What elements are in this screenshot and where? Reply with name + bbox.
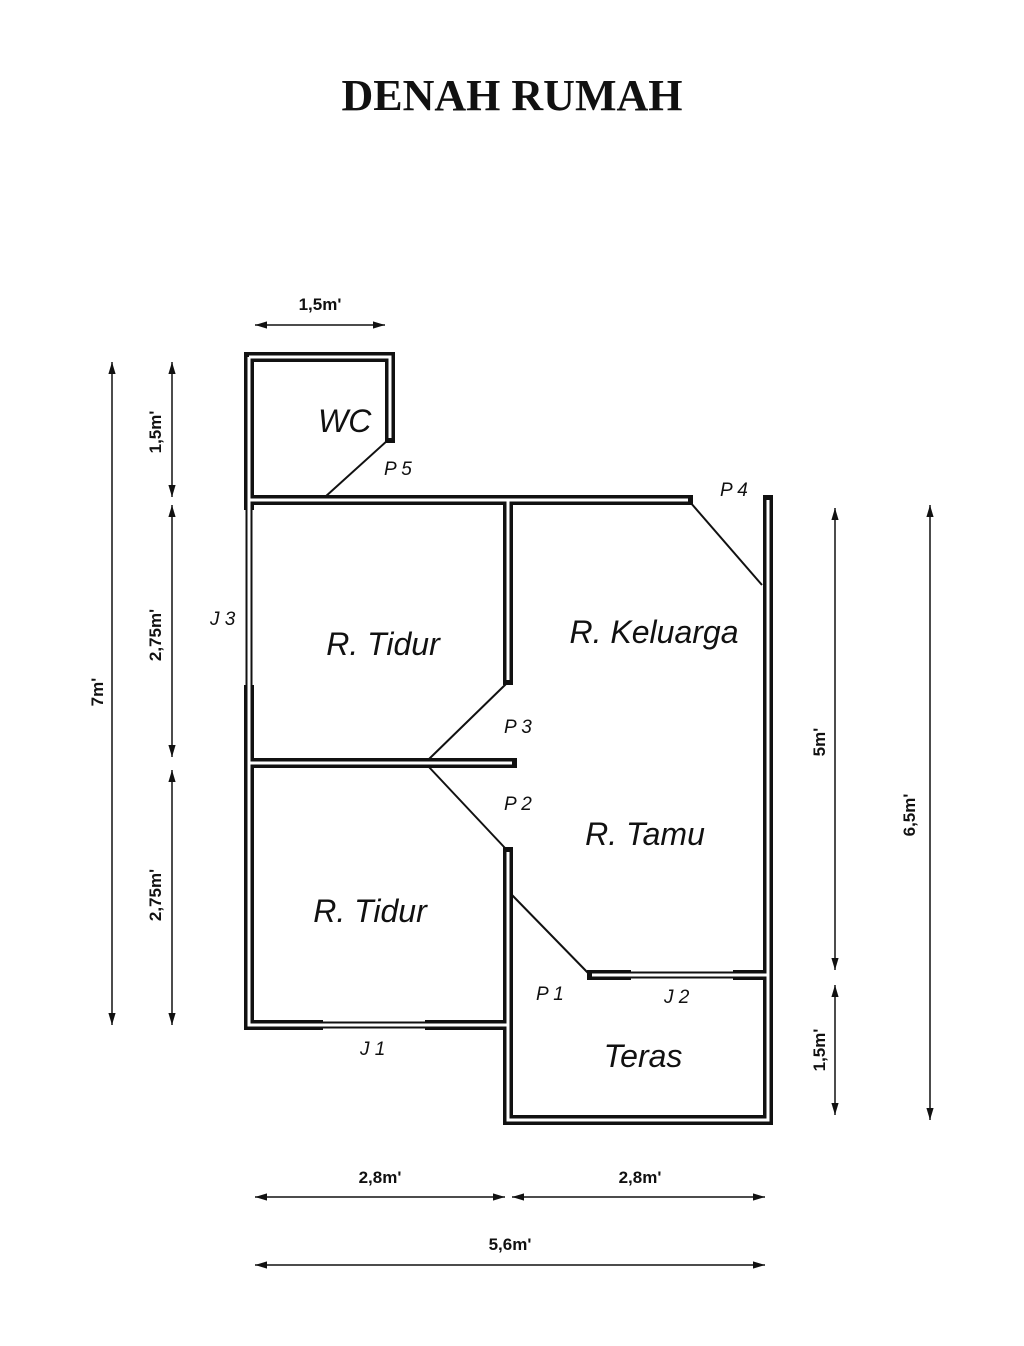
dim-left-tidur-top: 2,75m' — [146, 609, 165, 661]
walls — [244, 352, 773, 1125]
dim-right-total: 6,5m' — [900, 794, 919, 837]
window-j1: J 1 — [359, 1039, 385, 1060]
room-teras: Teras — [604, 1038, 683, 1074]
room-tamu: R. Tamu — [585, 816, 705, 852]
dim-top-wc: 1,5m' — [299, 295, 342, 314]
plan-title: DENAH RUMAH — [341, 71, 683, 120]
door-p4: P 4 — [720, 480, 748, 501]
dim-right-teras: 1,5m' — [810, 1029, 829, 1072]
dim-left-wc: 1,5m' — [146, 411, 165, 454]
dimension-lines — [108, 321, 934, 1269]
door-p1: P 1 — [536, 984, 564, 1005]
windows — [245, 505, 738, 1029]
door-p5: P 5 — [384, 459, 412, 480]
room-wc: WC — [318, 403, 372, 439]
door-p3: P 3 — [504, 717, 532, 738]
dim-right-main: 5m' — [810, 728, 829, 757]
window-j3: J 3 — [209, 609, 236, 630]
window-j2: J 2 — [663, 987, 690, 1008]
dim-left-tidur-bottom: 2,75m' — [146, 869, 165, 921]
dim-left-total: 7m' — [88, 678, 107, 707]
room-tidur-top: R. Tidur — [326, 626, 441, 662]
door-p2: P 2 — [504, 794, 532, 815]
dim-bottom-right: 2,8m' — [619, 1168, 662, 1187]
room-keluarga: R. Keluarga — [570, 614, 739, 650]
dim-bottom-left: 2,8m' — [359, 1168, 402, 1187]
dim-bottom-total: 5,6m' — [489, 1235, 532, 1254]
doors — [324, 439, 763, 976]
room-tidur-bottom: R. Tidur — [313, 893, 428, 929]
